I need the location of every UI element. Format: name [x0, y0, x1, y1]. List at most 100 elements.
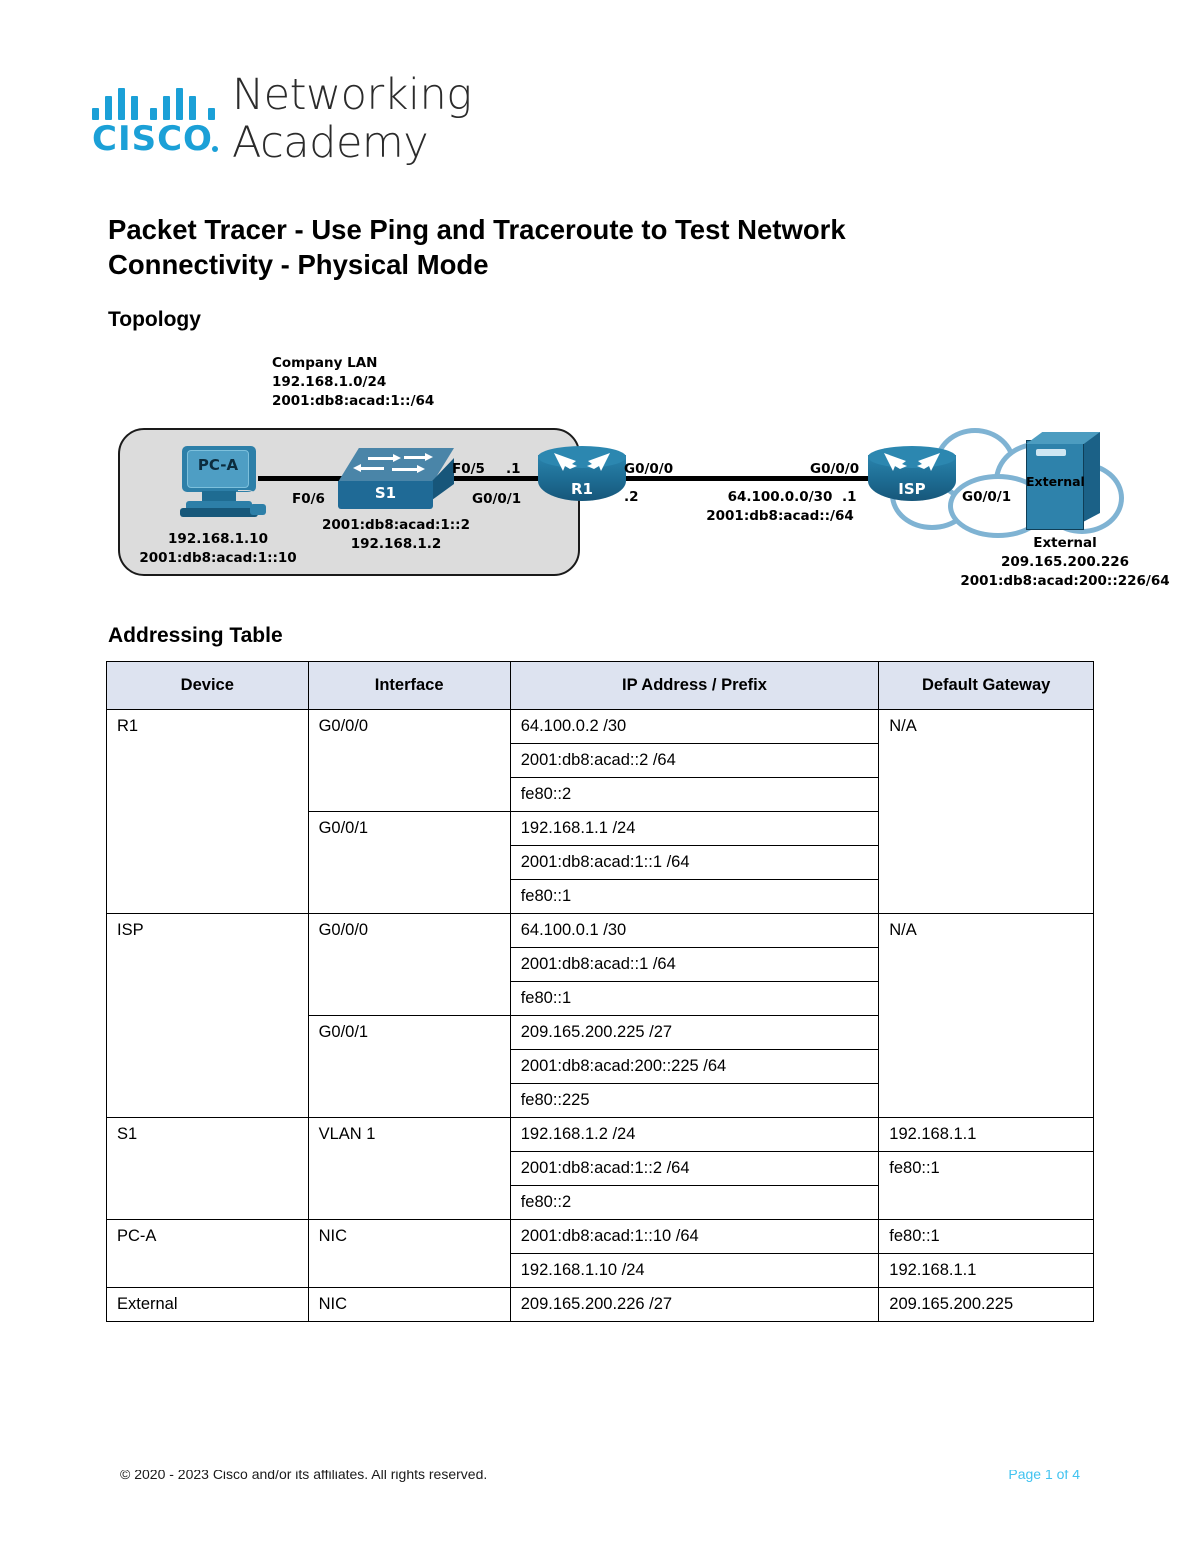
logo-academy-text: Academy	[232, 118, 429, 168]
cell-gateway-pca-ipv6: fe80::1	[878, 1219, 1094, 1254]
table-row: R1 G0/0/0 64.100.0.2 /30 N/A	[106, 709, 1094, 914]
wan-link-address-label: 64.100.0.0/30 2001:db8:acad::/64	[706, 489, 854, 525]
cable-r1-to-isp	[618, 476, 928, 481]
s1-port-f06-label: F0/6	[292, 491, 325, 507]
switch-arrow-icon-1	[368, 454, 401, 462]
isp-g001-port-label: G0/0/1	[962, 489, 1012, 505]
topology-heading: Topology	[108, 308, 201, 331]
table-header-row: Device Interface IP Address / Prefix Def…	[106, 661, 1094, 710]
cable-pca-to-s1	[258, 476, 348, 481]
cell-device-r1: R1	[106, 709, 309, 914]
table-row: 2001:db8:acad::1 /64	[107, 947, 1094, 982]
cell-gateway-external: 209.165.200.225	[878, 1287, 1094, 1322]
external-server-caption: External 209.165.200.226 2001:db8:acad:2…	[960, 535, 1170, 590]
switch-arrow-icon-3	[353, 464, 384, 472]
cell-ip-isp-g001-ipv6: 2001:db8:acad:200::225 /64	[509, 1049, 880, 1084]
cell-ip-r1-g001-ipv6: 2001:db8:acad:1::1 /64	[509, 845, 880, 880]
cell-device-s1: S1	[106, 1117, 309, 1220]
cell-interface-r1-g001: G0/0/1	[307, 811, 511, 914]
page-title: Packet Tracer - Use Ping and Traceroute …	[108, 214, 846, 281]
cell-ip-r1-g000-ipv4: 64.100.0.2 /30	[509, 709, 880, 744]
cell-ip-s1-ipv6: 2001:db8:acad:1::2 /64	[509, 1151, 880, 1186]
switch-arrow-icon-4	[392, 465, 425, 473]
device-r1-router: R1	[538, 446, 626, 510]
cell-ip-pca-ipv4: 192.168.1.10 /24	[509, 1253, 880, 1288]
table-row: 2001:db8:acad:200::225 /64	[107, 1049, 1094, 1084]
pc-a-name-label: PC-A	[197, 456, 239, 474]
isp-g000-ip-label: .1	[842, 489, 857, 505]
device-isp-router: ISP	[868, 446, 956, 510]
pc-screen	[187, 450, 249, 488]
cell-interface-pca-nic: NIC	[307, 1219, 511, 1288]
cell-ip-isp-g001-ipv4: 209.165.200.225 /27	[509, 1015, 880, 1050]
cell-ip-s1-linklocal: fe80::2	[509, 1185, 880, 1220]
column-header-interface: Interface	[307, 661, 511, 710]
s1-port-f05-label: F0/5	[452, 461, 485, 477]
footer-page-number: Page 1 of 4	[1008, 1470, 1080, 1482]
device-pc-a: PC-A	[172, 446, 266, 524]
cisco-networking-academy-logo: CISCO Networking Academy	[92, 74, 512, 178]
company-lan-label: Company LAN 192.168.1.0/24 2001:db8:acad…	[272, 355, 435, 410]
cell-device-isp: ISP	[106, 913, 309, 1118]
cisco-bridge-icon	[92, 86, 222, 120]
external-server-name-label: External	[1026, 474, 1085, 489]
table-row: fe80::1	[107, 981, 1094, 1016]
cisco-wordmark: CISCO	[92, 119, 213, 159]
cell-gateway-pca-ipv4: 192.168.1.1	[878, 1253, 1094, 1288]
table-row: 2001:db8:acad:1::2 /64 fe80::1	[107, 1151, 1094, 1220]
pc-mouse-cord	[238, 490, 261, 509]
cell-gateway-isp: N/A	[878, 913, 1094, 1118]
cell-ip-isp-g001-linklocal: fe80::225	[509, 1083, 880, 1118]
cell-gateway-s1-ipv4: 192.168.1.1	[878, 1117, 1094, 1152]
table-row: fe80::225	[107, 1083, 1094, 1118]
cell-ip-pca-ipv6: 2001:db8:acad:1::10 /64	[509, 1219, 880, 1254]
pc-neck	[202, 491, 236, 501]
cell-device-external: External	[106, 1287, 309, 1322]
column-header-ip-address: IP Address / Prefix	[509, 661, 880, 710]
server-drive-slot	[1036, 449, 1066, 456]
r1-g000-port-label: G0/0/0	[624, 461, 674, 477]
s1-name-label: S1	[374, 484, 397, 502]
table-row: External NIC 209.165.200.226 /27 209.165…	[106, 1287, 1094, 1322]
cell-gateway-r1: N/A	[878, 709, 1094, 914]
switch-arrow-icon-2	[404, 453, 433, 461]
s1-address-label: 2001:db8:acad:1::2 192.168.1.2	[322, 517, 470, 553]
isp-name-label: ISP	[898, 480, 926, 498]
footer-copyright: © 2020 - 2023 Cisco and/or its affiliate…	[120, 1470, 488, 1482]
r1-g001-port-label: G0/0/1	[472, 491, 522, 507]
server-side-face	[1083, 432, 1100, 522]
pc-a-address-label: 192.168.1.10 2001:db8:acad:1::10	[139, 531, 297, 567]
page-footer: © 2020 - 2023 Cisco and/or its affiliate…	[120, 1470, 1080, 1488]
cell-interface-isp-g000: G0/0/0	[307, 913, 511, 1016]
cell-ip-isp-g000-ipv6: 2001:db8:acad::1 /64	[509, 947, 880, 982]
table-row: PC-A NIC 2001:db8:acad:1::10 /64 fe80::1	[106, 1219, 1094, 1288]
r1-g001-ip-label: .1	[506, 461, 521, 477]
cell-interface-external-nic: NIC	[307, 1287, 511, 1322]
table-row: 192.168.1.10 /24 192.168.1.1	[107, 1253, 1094, 1288]
r1-name-label: R1	[571, 480, 593, 498]
isp-g000-port-label: G0/0/0	[810, 461, 860, 477]
cell-interface-isp-g001: G0/0/1	[307, 1015, 511, 1118]
network-topology-diagram: Company LAN 192.168.1.0/24 2001:db8:acad…	[100, 348, 1190, 598]
cell-ip-s1-ipv4: 192.168.1.2 /24	[509, 1117, 880, 1152]
r1-g000-ip-label: .2	[624, 489, 639, 505]
cell-gateway-s1-ipv6: fe80::1	[878, 1151, 1094, 1220]
addressing-table: Device Interface IP Address / Prefix Def…	[106, 661, 1094, 1322]
router-arrows-icon	[554, 453, 610, 471]
cell-interface-s1-vlan1: VLAN 1	[307, 1117, 511, 1220]
cell-ip-r1-g000-linklocal: fe80::2	[509, 777, 880, 812]
device-s1-switch: S1	[338, 448, 454, 514]
cell-ip-r1-g001-ipv4: 192.168.1.1 /24	[509, 811, 880, 846]
logo-networking-text: Networking	[232, 70, 472, 120]
table-row: fe80::2	[107, 1185, 1094, 1220]
pc-base-lower	[180, 508, 258, 517]
addressing-table-heading: Addressing Table	[108, 624, 283, 647]
router-arrows-icon	[884, 453, 940, 471]
cell-device-pca: PC-A	[106, 1219, 309, 1288]
device-external-server: External	[1026, 432, 1100, 530]
cell-interface-r1-g000: G0/0/0	[307, 709, 511, 812]
cell-ip-isp-g000-ipv4: 64.100.0.1 /30	[509, 913, 880, 948]
cable-s1-to-r1	[445, 476, 560, 481]
table-row: fe80::1	[107, 879, 1094, 914]
table-row: fe80::2	[107, 777, 1094, 812]
